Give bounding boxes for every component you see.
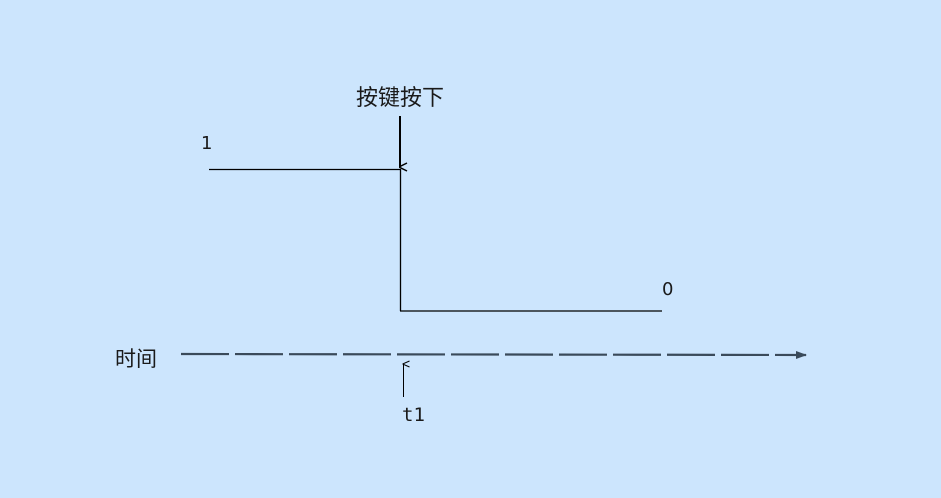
- time-axis: [180, 350, 807, 359]
- t1-label: t1: [402, 404, 425, 426]
- diagram-title: 按键按下: [356, 86, 445, 111]
- low-level-label: 0: [662, 279, 674, 300]
- time-axis-label: 时间: [115, 347, 157, 371]
- high-level-label: 1: [201, 133, 213, 154]
